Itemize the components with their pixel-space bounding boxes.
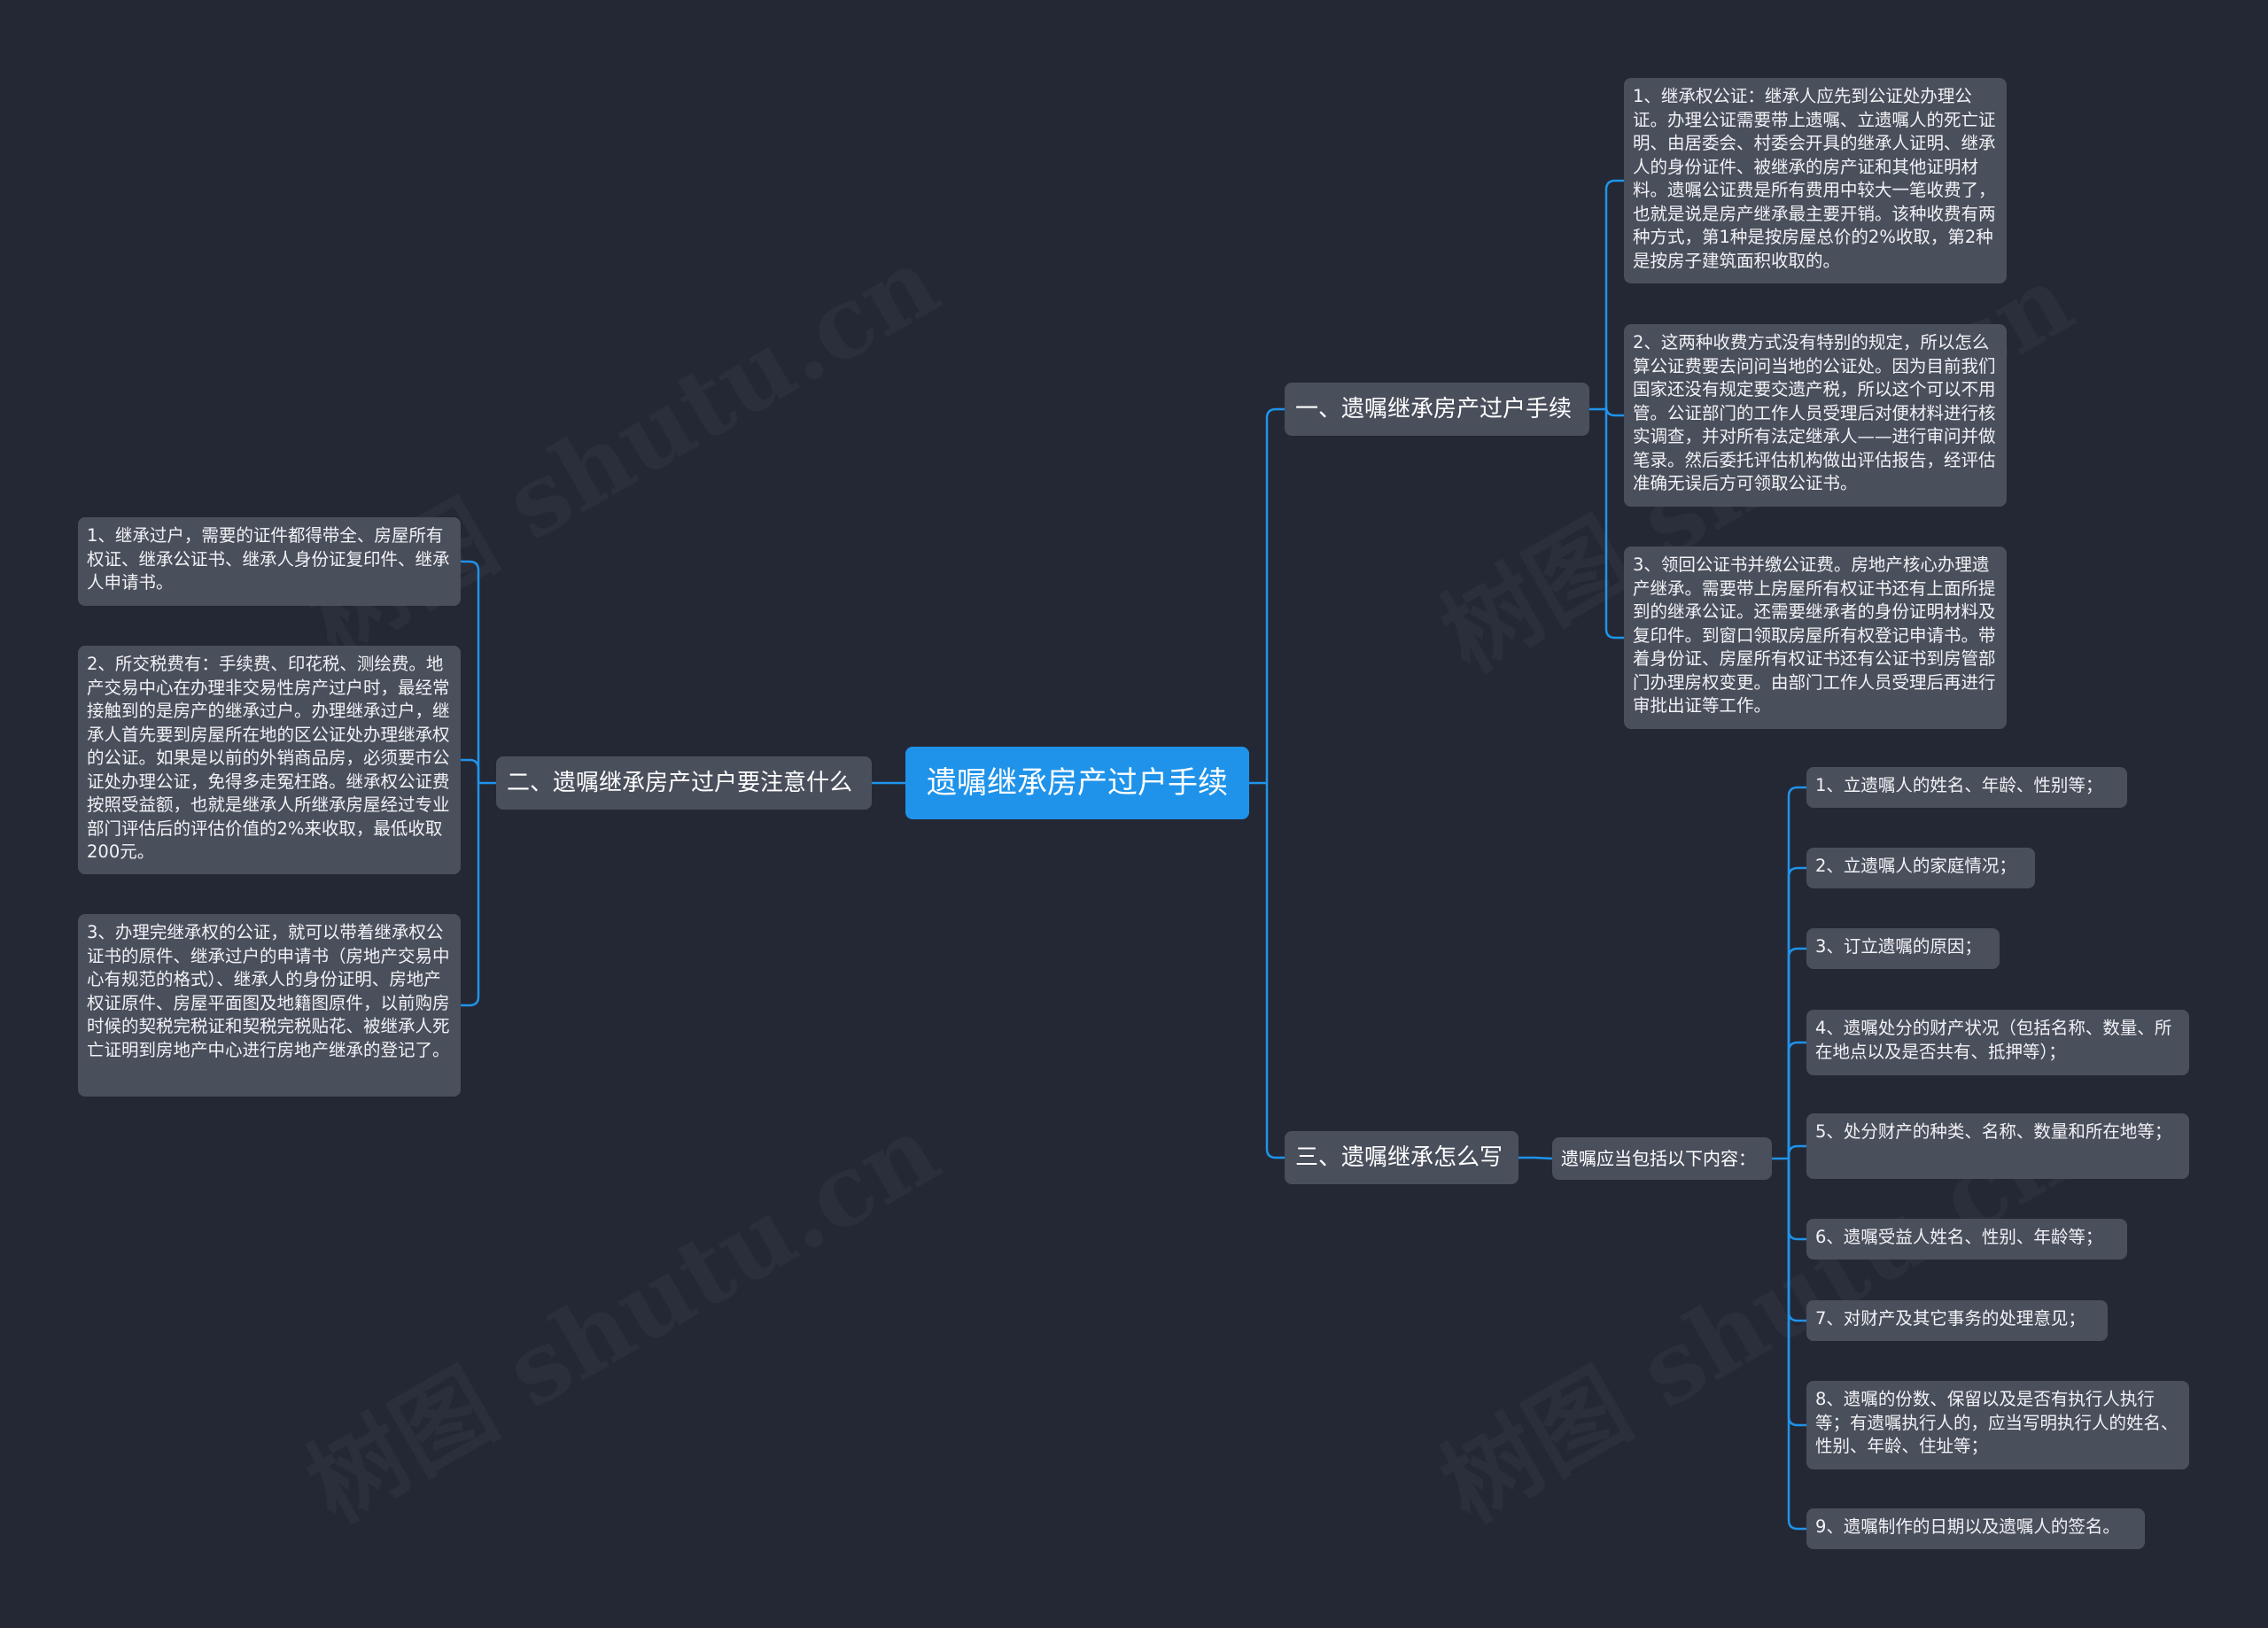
subtopic-link-edge-8 <box>1787 1159 1806 1427</box>
root-topic[interactable]: 遗嘱继承房产过户手续 <box>905 747 1249 819</box>
branch-3-item-1[interactable]: 1、立遗嘱人的姓名、年龄、性别等； <box>1806 767 2127 808</box>
subtopic-link-edge-9 <box>1787 1159 1806 1531</box>
branch-2-topic[interactable]: 二、遗嘱继承房产过户要注意什么 <box>496 756 872 810</box>
branch-3-item-7[interactable]: 7、对财产及其它事务的处理意见； <box>1806 1300 2108 1341</box>
branch-3-item-5[interactable]: 5、处分财产的种类、名称、数量和所在地等； <box>1806 1113 2189 1179</box>
branch-3-topic[interactable]: 三、遗嘱继承怎么写 <box>1285 1131 1518 1184</box>
subtopic-link-edge-5 <box>1787 1144 1806 1159</box>
subtopic-link-edge-6 <box>1787 1159 1806 1241</box>
subtopic-link-edge-1 <box>1787 786 1806 1159</box>
branch-3-item-2[interactable]: 2、立遗嘱人的家庭情况； <box>1806 848 2035 888</box>
branch-2-item-1[interactable]: 1、继承过户，需要的证件都得带全、房屋所有权证、继承公证书、继承人身份证复印件、… <box>78 517 461 606</box>
branch-1-link-edge-3 <box>1604 409 1624 640</box>
branch-3-item-9[interactable]: 9、遗嘱制作的日期以及遗嘱人的签名。 <box>1806 1508 2145 1549</box>
branch-2-item-2[interactable]: 2、所交税费有：手续费、印花税、测绘费。地产交易中心在办理非交易性房产过户时，最… <box>78 646 461 874</box>
branch-3-subtopic[interactable]: 遗嘱应当包括以下内容： <box>1552 1137 1772 1180</box>
subtopic-link-edge-2 <box>1787 866 1806 1159</box>
branch-2-link-edge-3 <box>461 783 480 1007</box>
branch-2-item-3[interactable]: 3、办理完继承权的公证，就可以带着继承权公证书的原件、继承过户的申请书（房地产交… <box>78 914 461 1097</box>
branch-2-link-edge-1 <box>461 560 480 783</box>
branch-3-link-edge-1 <box>1534 1156 1553 1160</box>
branch-1-item-3[interactable]: 3、领回公证书并缴公证费。房地产核心办理遗产继承。需要带上房屋所有权证书还有上面… <box>1624 547 2007 729</box>
subtopic-link-edge-4 <box>1787 1041 1806 1159</box>
branch-1-link-edge-2 <box>1604 406 1624 417</box>
branch-1-link-edge-1 <box>1604 179 1624 409</box>
branch-1-item-1[interactable]: 1、继承权公证：继承人应先到公证处办理公证。办理公证需要带上遗嘱、立遗嘱人的死亡… <box>1624 78 2007 283</box>
root-right-link-edge-1 <box>1265 407 1285 783</box>
root-right-link-edge-2 <box>1265 783 1285 1159</box>
branch-1-item-2[interactable]: 2、这两种收费方式没有特别的规定，所以怎么算公证费要去问问当地的公证处。因为目前… <box>1624 324 2007 507</box>
branch-2-link-edge-2 <box>461 758 480 783</box>
branch-3-item-3[interactable]: 3、订立遗嘱的原因； <box>1806 928 2000 969</box>
branch-3-item-8[interactable]: 8、遗嘱的份数、保留以及是否有执行人执行等；有遗嘱执行人的，应当写明执行人的姓名… <box>1806 1381 2189 1469</box>
branch-3-item-6[interactable]: 6、遗嘱受益人姓名、性别、年龄等； <box>1806 1219 2127 1260</box>
branch-1-topic[interactable]: 一、遗嘱继承房产过户手续 <box>1285 383 1589 436</box>
branch-3-item-4[interactable]: 4、遗嘱处分的财产状况（包括名称、数量、所在地点以及是否共有、抵押等）； <box>1806 1010 2189 1075</box>
subtopic-link-edge-3 <box>1787 947 1806 1159</box>
